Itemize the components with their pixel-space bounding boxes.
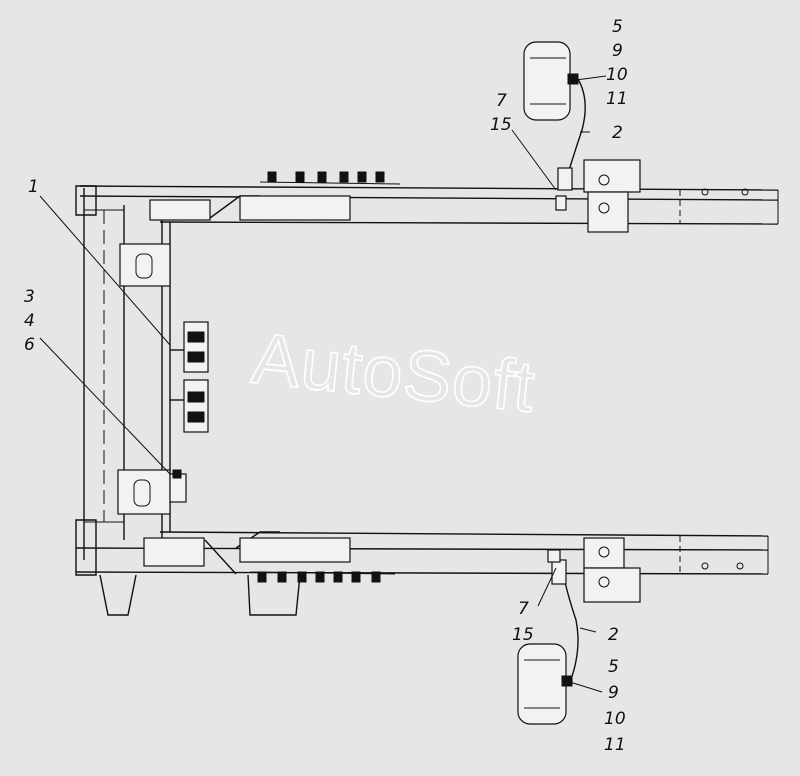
upper-bolt-row [259,171,401,185]
upper-hose-fitting [555,167,573,211]
callout-5-top: 5 [612,17,623,37]
callout-left-mid: 3 4 6 [24,287,35,355]
callout-9-bottom: 9 [608,683,619,703]
callout-15-bottom: 15 [512,625,534,645]
watermark-text: AutoSoft [248,319,539,428]
callout-top-mid: 7 15 [490,91,512,135]
callout-3: 3 [24,287,35,307]
callout-bottom-mid: 7 15 [512,599,534,645]
front-cross-member [83,188,171,560]
callout-2-bottom: 2 [608,625,619,645]
callout-6: 6 [24,335,35,355]
lower-frame-rail [75,531,769,575]
valve-assembly-upper [170,321,209,373]
front-bracket-details [75,185,351,616]
upper-frame-rail [79,185,779,225]
callout-15-top: 15 [490,115,512,135]
lower-spring-bracket [583,537,641,603]
callout-10-top: 10 [606,65,628,85]
leader-lines [39,75,607,693]
callout-1: 1 [28,177,39,197]
valve-assembly-lower [170,379,209,433]
callout-bottom-right: 5 9 10 11 [604,657,626,755]
upper-spring-bracket [583,159,641,233]
callout-11-bottom: 11 [604,735,626,755]
callout-5-bottom: 5 [608,657,619,677]
callout-2-top: 2 [612,123,623,143]
upper-brake-chamber [523,41,579,121]
lower-hose-fitting [547,549,567,585]
callout-4: 4 [24,311,35,331]
small-valve-lower-left [169,469,187,503]
callout-7-bottom: 7 [518,599,529,619]
callout-10-bottom: 10 [604,709,626,729]
lower-bolt-row [249,571,396,583]
callout-top-right: 5 9 10 11 [606,17,628,109]
lower-brake-chamber [517,643,573,725]
callout-11-top: 11 [606,89,628,109]
callout-9-top: 9 [612,41,623,61]
callout-7-top: 7 [496,91,507,111]
